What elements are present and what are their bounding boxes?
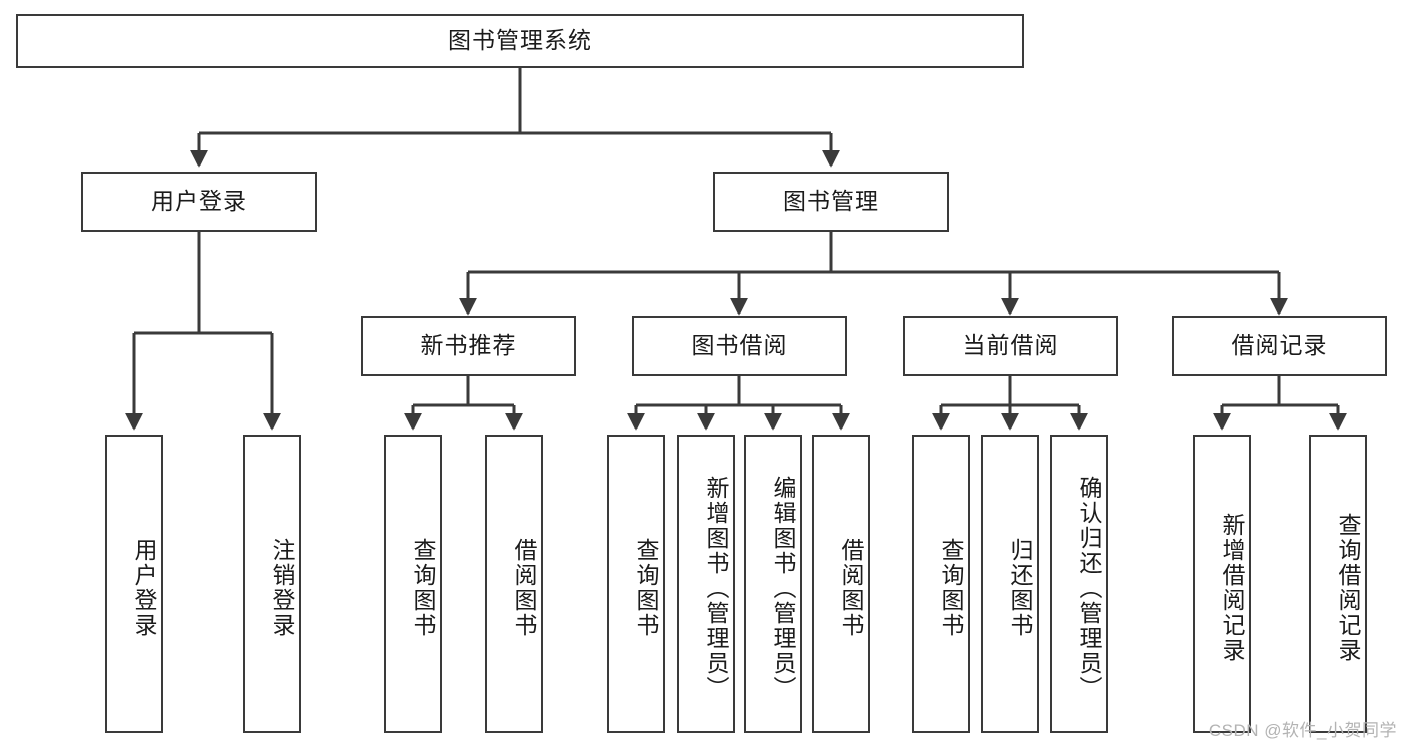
leaf-new-book-query[interactable]: 查询图书: [384, 435, 442, 733]
leaf-borrow-edit-book-admin[interactable]: 编辑图书（管理员）: [744, 435, 802, 733]
leaf-label: 编辑图书（管理员）: [770, 475, 796, 701]
leaf-label: 借阅图书: [511, 538, 537, 638]
leaf-user-login-signin[interactable]: 用户登录: [105, 435, 163, 733]
leaf-current-return-book[interactable]: 归还图书: [981, 435, 1039, 733]
watermark: CSDN @软件_小贺同学: [1208, 721, 1397, 740]
leaf-label: 用户登录: [131, 538, 157, 638]
leaf-label: 查询借阅记录: [1335, 513, 1361, 663]
node-user-login[interactable]: 用户登录: [81, 172, 317, 232]
leaf-label: 查询图书: [938, 538, 964, 638]
node-book-management[interactable]: 图书管理: [713, 172, 949, 232]
node-new-book-recommend[interactable]: 新书推荐: [361, 316, 576, 376]
leaf-borrow-borrow-book[interactable]: 借阅图书: [812, 435, 870, 733]
leaf-label: 确认归还（管理员）: [1076, 475, 1102, 701]
leaf-label: 注销登录: [269, 538, 295, 638]
leaf-user-login-signout[interactable]: 注销登录: [243, 435, 301, 733]
leaf-new-book-borrow[interactable]: 借阅图书: [485, 435, 543, 733]
node-book-borrow[interactable]: 图书借阅: [632, 316, 847, 376]
node-borrow-records[interactable]: 借阅记录: [1172, 316, 1387, 376]
leaf-records-add-record[interactable]: 新增借阅记录: [1193, 435, 1251, 733]
node-book-borrow-label: 图书借阅: [691, 332, 788, 359]
leaf-label: 新增图书（管理员）: [703, 475, 729, 701]
leaf-label: 查询图书: [410, 538, 436, 638]
node-root-label: 图书管理系统: [448, 27, 592, 54]
node-root[interactable]: 图书管理系统: [16, 14, 1024, 68]
leaf-current-query-book[interactable]: 查询图书: [912, 435, 970, 733]
node-book-management-label: 图书管理: [783, 188, 879, 215]
node-current-borrow-label: 当前借阅: [962, 332, 1059, 359]
leaf-borrow-add-book-admin[interactable]: 新增图书（管理员）: [677, 435, 735, 733]
leaf-label: 归还图书: [1007, 538, 1033, 638]
leaf-label: 新增借阅记录: [1219, 513, 1245, 663]
node-current-borrow[interactable]: 当前借阅: [903, 316, 1118, 376]
node-user-login-label: 用户登录: [151, 188, 247, 215]
leaf-current-confirm-return-admin[interactable]: 确认归还（管理员）: [1050, 435, 1108, 733]
leaf-label: 借阅图书: [838, 538, 864, 638]
node-new-book-recommend-label: 新书推荐: [420, 332, 517, 359]
leaf-borrow-query-book[interactable]: 查询图书: [607, 435, 665, 733]
leaf-records-query-record[interactable]: 查询借阅记录: [1309, 435, 1367, 733]
node-borrow-records-label: 借阅记录: [1231, 332, 1328, 359]
leaf-label: 查询图书: [633, 538, 659, 638]
